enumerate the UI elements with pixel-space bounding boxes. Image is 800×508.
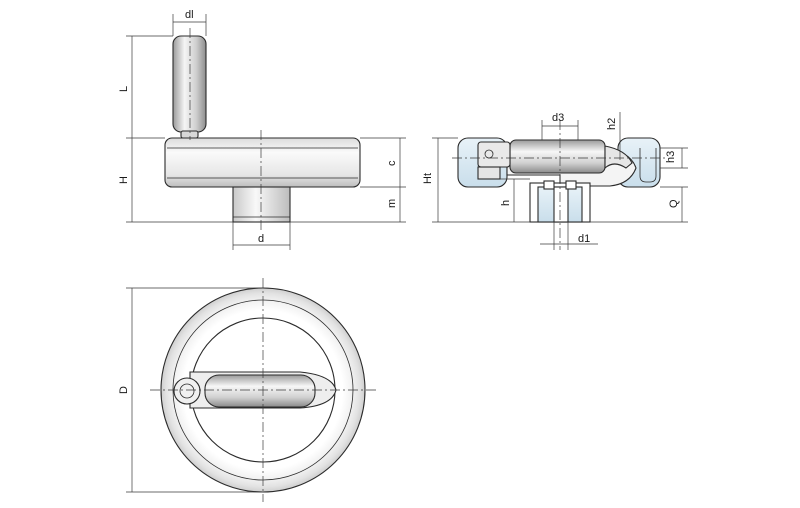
label-h: h bbox=[500, 200, 512, 206]
label-Ht: Ht bbox=[422, 173, 434, 184]
front-pivot bbox=[173, 377, 201, 405]
label-h3: h3 bbox=[665, 151, 677, 163]
label-d: d bbox=[258, 233, 264, 245]
wheel-hub bbox=[232, 186, 291, 223]
label-H: H bbox=[118, 176, 130, 184]
label-c: c bbox=[386, 160, 398, 166]
label-dl: dl bbox=[185, 9, 194, 21]
front-handle bbox=[204, 374, 316, 408]
label-D: D bbox=[118, 386, 130, 394]
wheel-rim bbox=[164, 137, 361, 188]
label-m: m bbox=[386, 199, 398, 208]
section-view: d3 h2 Ht h h3 Q d1 bbox=[422, 112, 688, 250]
front-view: D bbox=[118, 278, 378, 502]
label-d1: d1 bbox=[578, 233, 590, 245]
handle-pin bbox=[180, 130, 199, 139]
handle-grip bbox=[172, 35, 207, 133]
label-Q: Q bbox=[668, 199, 680, 208]
side-view: dl L H c m d bbox=[118, 9, 406, 250]
label-h2: h2 bbox=[606, 118, 618, 130]
folding-handle bbox=[509, 139, 606, 174]
label-L: L bbox=[118, 86, 130, 92]
label-d3: d3 bbox=[552, 112, 564, 124]
pivot-block bbox=[477, 141, 511, 168]
